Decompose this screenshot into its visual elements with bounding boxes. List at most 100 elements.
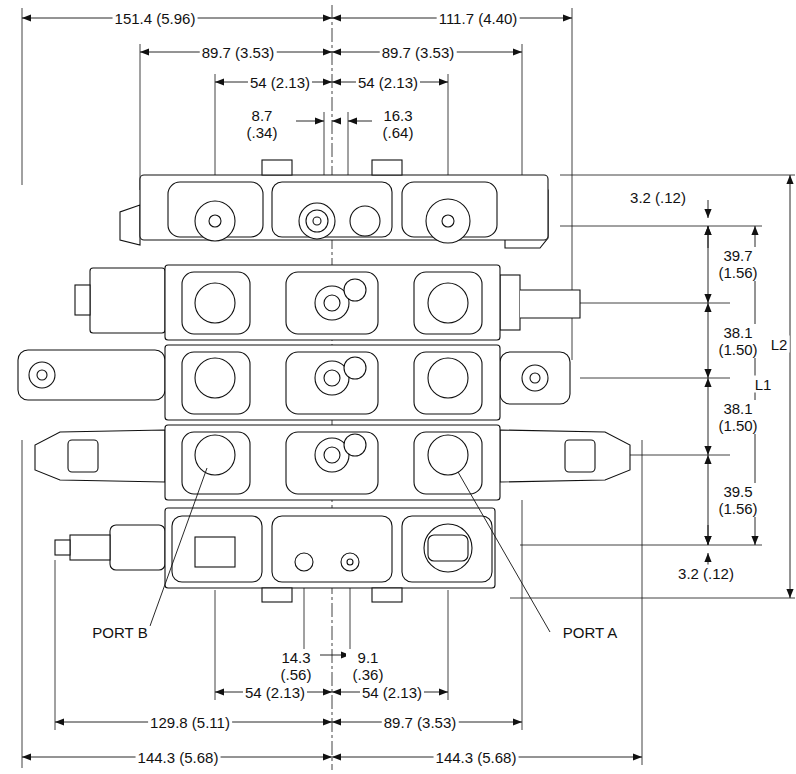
dimension-label: 39.7 (1.56)	[712, 247, 764, 281]
drawing-line	[522, 500, 523, 730]
drawing-rect	[68, 440, 98, 472]
drawing-line	[22, 440, 23, 768]
dimension-label: 54 (2.13)	[248, 74, 312, 91]
drawing-rect	[75, 285, 90, 315]
dimension-label: 3.2 (.12)	[676, 565, 736, 582]
drawing-line	[215, 590, 216, 700]
drawing-circle	[29, 362, 55, 388]
dimension-label: 38.1 (1.50)	[712, 400, 764, 434]
dimension-label: 144.3 (5.68)	[434, 749, 519, 766]
drawing-circle	[522, 365, 548, 391]
dimension-label: 8.7 (.34)	[240, 107, 284, 141]
dimension-label: 89.7 (3.53)	[200, 44, 277, 61]
drawing-rect	[262, 588, 292, 602]
dimension-label: 54 (2.13)	[243, 684, 307, 701]
drawing-line	[332, 121, 340, 122]
drawing-circle	[344, 434, 366, 456]
drawing-line	[708, 303, 709, 378]
drawing-line	[150, 468, 207, 626]
drawing-rect	[165, 345, 500, 420]
drawing-circle	[426, 199, 470, 243]
drawing-rect	[286, 432, 378, 494]
drawing-rect	[90, 268, 165, 333]
dimension-label: 54 (2.13)	[356, 74, 420, 91]
drawing-rect	[110, 525, 165, 570]
dimension-label: 151.4 (5.96)	[113, 10, 198, 27]
drawing-circle	[37, 370, 47, 380]
drawing-rect	[402, 516, 492, 582]
drawing-path	[35, 430, 165, 482]
drawing-circle	[442, 215, 454, 227]
dimension-label: 129.8 (5.11)	[148, 714, 232, 731]
drawing-line	[140, 44, 141, 190]
drawing-circle	[324, 295, 340, 311]
drawing-path	[520, 290, 580, 318]
drawing-line	[790, 175, 791, 598]
drawing-circle	[299, 203, 335, 239]
drawing-circle	[195, 283, 235, 323]
drawing-line	[448, 590, 449, 700]
drawing-line	[348, 121, 372, 122]
drawing-circle	[324, 447, 340, 463]
length-label: L1	[753, 376, 774, 393]
port-label: PORT A	[561, 624, 619, 641]
drawing-rect	[565, 440, 595, 472]
drawing-rect	[500, 352, 570, 404]
dimension-label: 38.1 (1.50)	[712, 324, 764, 358]
drawing-line	[560, 175, 795, 176]
dimension-label: 14.3 (.56)	[272, 649, 320, 683]
dimension-label: 9.1 (.36)	[346, 649, 390, 683]
drawing-circle	[195, 201, 235, 241]
drawing-line	[708, 525, 709, 545]
drawing-circle	[347, 559, 353, 565]
drawing-rect	[414, 352, 482, 414]
drawing-line	[458, 472, 550, 632]
leader-lines	[150, 468, 550, 632]
drawing-rect	[70, 535, 110, 560]
drawing-path	[120, 205, 140, 245]
drawing-line	[580, 378, 730, 379]
drawing-line	[55, 560, 56, 730]
drawing-line	[708, 226, 709, 303]
drawing-circle	[324, 370, 340, 386]
drawing-rect	[414, 272, 482, 334]
drawing-line	[560, 226, 762, 227]
drawing-rect	[18, 350, 165, 400]
drawing-line	[708, 226, 709, 248]
drawing-circle	[209, 215, 221, 227]
drawing-circle	[428, 358, 468, 398]
drawing-rect	[165, 425, 500, 500]
drawing-circle	[295, 553, 313, 571]
dimension-label: 111.7 (4.40)	[437, 10, 520, 27]
drawing-line	[22, 8, 23, 185]
drawing-circle	[530, 373, 540, 383]
drawing-line	[708, 455, 709, 545]
drawing-line	[296, 121, 324, 122]
drawing-rect	[372, 160, 402, 175]
drawing-line	[642, 440, 643, 765]
drawing-rect	[272, 516, 392, 582]
drawing-circle	[424, 524, 472, 572]
drawing-circle	[344, 279, 366, 301]
valve-body	[18, 160, 630, 602]
drawing-line	[708, 200, 709, 218]
drawing-circle	[313, 217, 321, 225]
drawing-rect	[372, 588, 402, 602]
dimension-label: 89.7 (3.53)	[382, 714, 459, 731]
drawing-circle	[341, 553, 359, 571]
dimension-label: 144.3 (5.68)	[136, 749, 221, 766]
dimension-label: 54 (2.13)	[360, 684, 424, 701]
drawing-rect	[414, 432, 482, 494]
dimension-label: 16.3 (.64)	[374, 107, 422, 141]
drawing-line	[708, 378, 709, 455]
drawing-rect	[428, 535, 468, 561]
dimension-label: 3.2 (.12)	[628, 189, 688, 206]
drawing-rect	[286, 272, 378, 334]
drawing-line	[510, 598, 795, 599]
drawing-path	[500, 430, 630, 482]
drawing-rect	[262, 160, 292, 175]
drawing-rect	[182, 352, 250, 414]
drawing-circle	[428, 435, 468, 475]
drawing-rect	[182, 432, 250, 494]
